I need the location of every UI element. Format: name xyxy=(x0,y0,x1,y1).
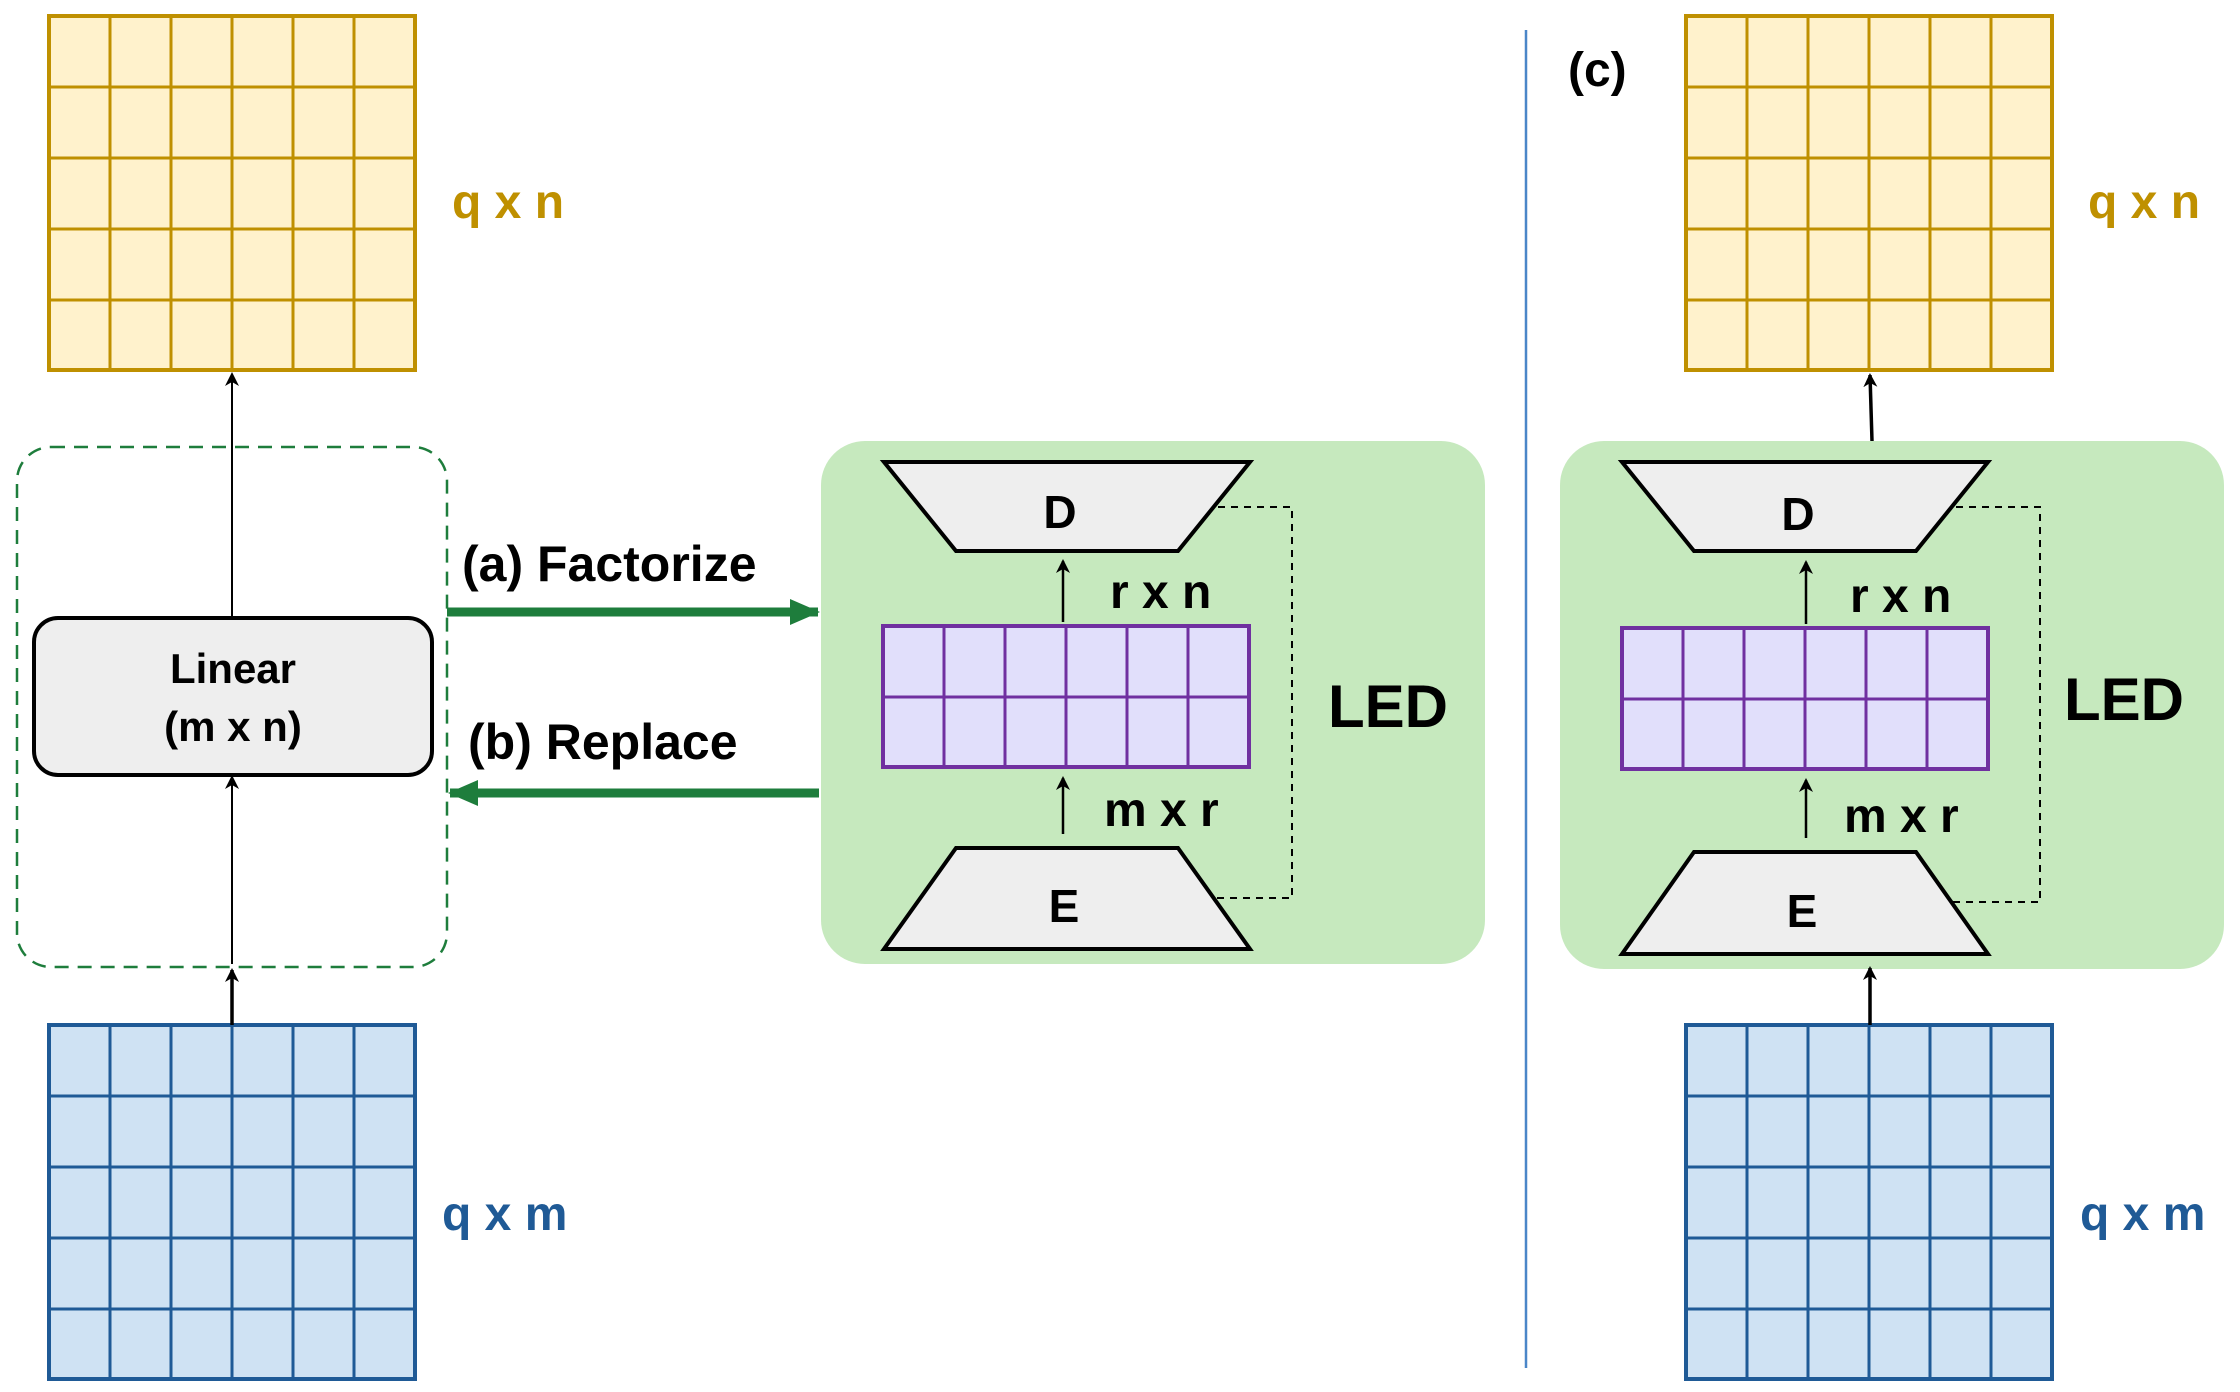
input-dim-label-left: q x m xyxy=(442,1188,567,1241)
factorize-label: (a) Factorize xyxy=(462,536,757,592)
replace-label: (b) Replace xyxy=(468,714,738,770)
led-label-right: LED xyxy=(2064,666,2184,733)
encoder-block-right xyxy=(1618,850,1992,956)
output-dim-label-right: q x n xyxy=(2088,176,2200,229)
led-label-left: LED xyxy=(1328,673,1448,740)
upper-dim-label-left: r x n xyxy=(1110,566,1211,619)
decoder-block-left xyxy=(879,460,1255,553)
input-matrix-right xyxy=(1684,1023,2054,1381)
input-dim-label-right: q x m xyxy=(2080,1188,2205,1241)
panel-c-tag: (c) xyxy=(1568,44,1627,97)
latent-matrix-left xyxy=(881,624,1251,769)
lower-dim-label-right: m x r xyxy=(1844,790,1959,843)
linear-layer-shape: (m x n) xyxy=(164,703,302,750)
decoder-label-left: D xyxy=(1043,486,1076,538)
decoder-block-right xyxy=(1617,460,1993,553)
arrow-decoder-to-output-right xyxy=(1863,373,1878,442)
output-matrix-left xyxy=(47,14,417,372)
lower-dim-label-left: m x r xyxy=(1104,784,1219,837)
input-matrix-left xyxy=(47,1023,417,1381)
linear-layer-box xyxy=(32,616,434,777)
latent-matrix-right xyxy=(1620,626,1990,771)
output-matrix-right xyxy=(1684,14,2054,372)
encoder-block-left xyxy=(880,846,1254,951)
encoder-label-right: E xyxy=(1787,885,1818,937)
skip-connection-right xyxy=(1952,506,2041,903)
output-dim-label-left: q x n xyxy=(452,176,564,229)
decoder-label-right: D xyxy=(1781,488,1814,540)
linear-layer-title: Linear xyxy=(170,645,296,692)
upper-dim-label-right: r x n xyxy=(1850,570,1951,623)
encoder-label-left: E xyxy=(1049,880,1080,932)
